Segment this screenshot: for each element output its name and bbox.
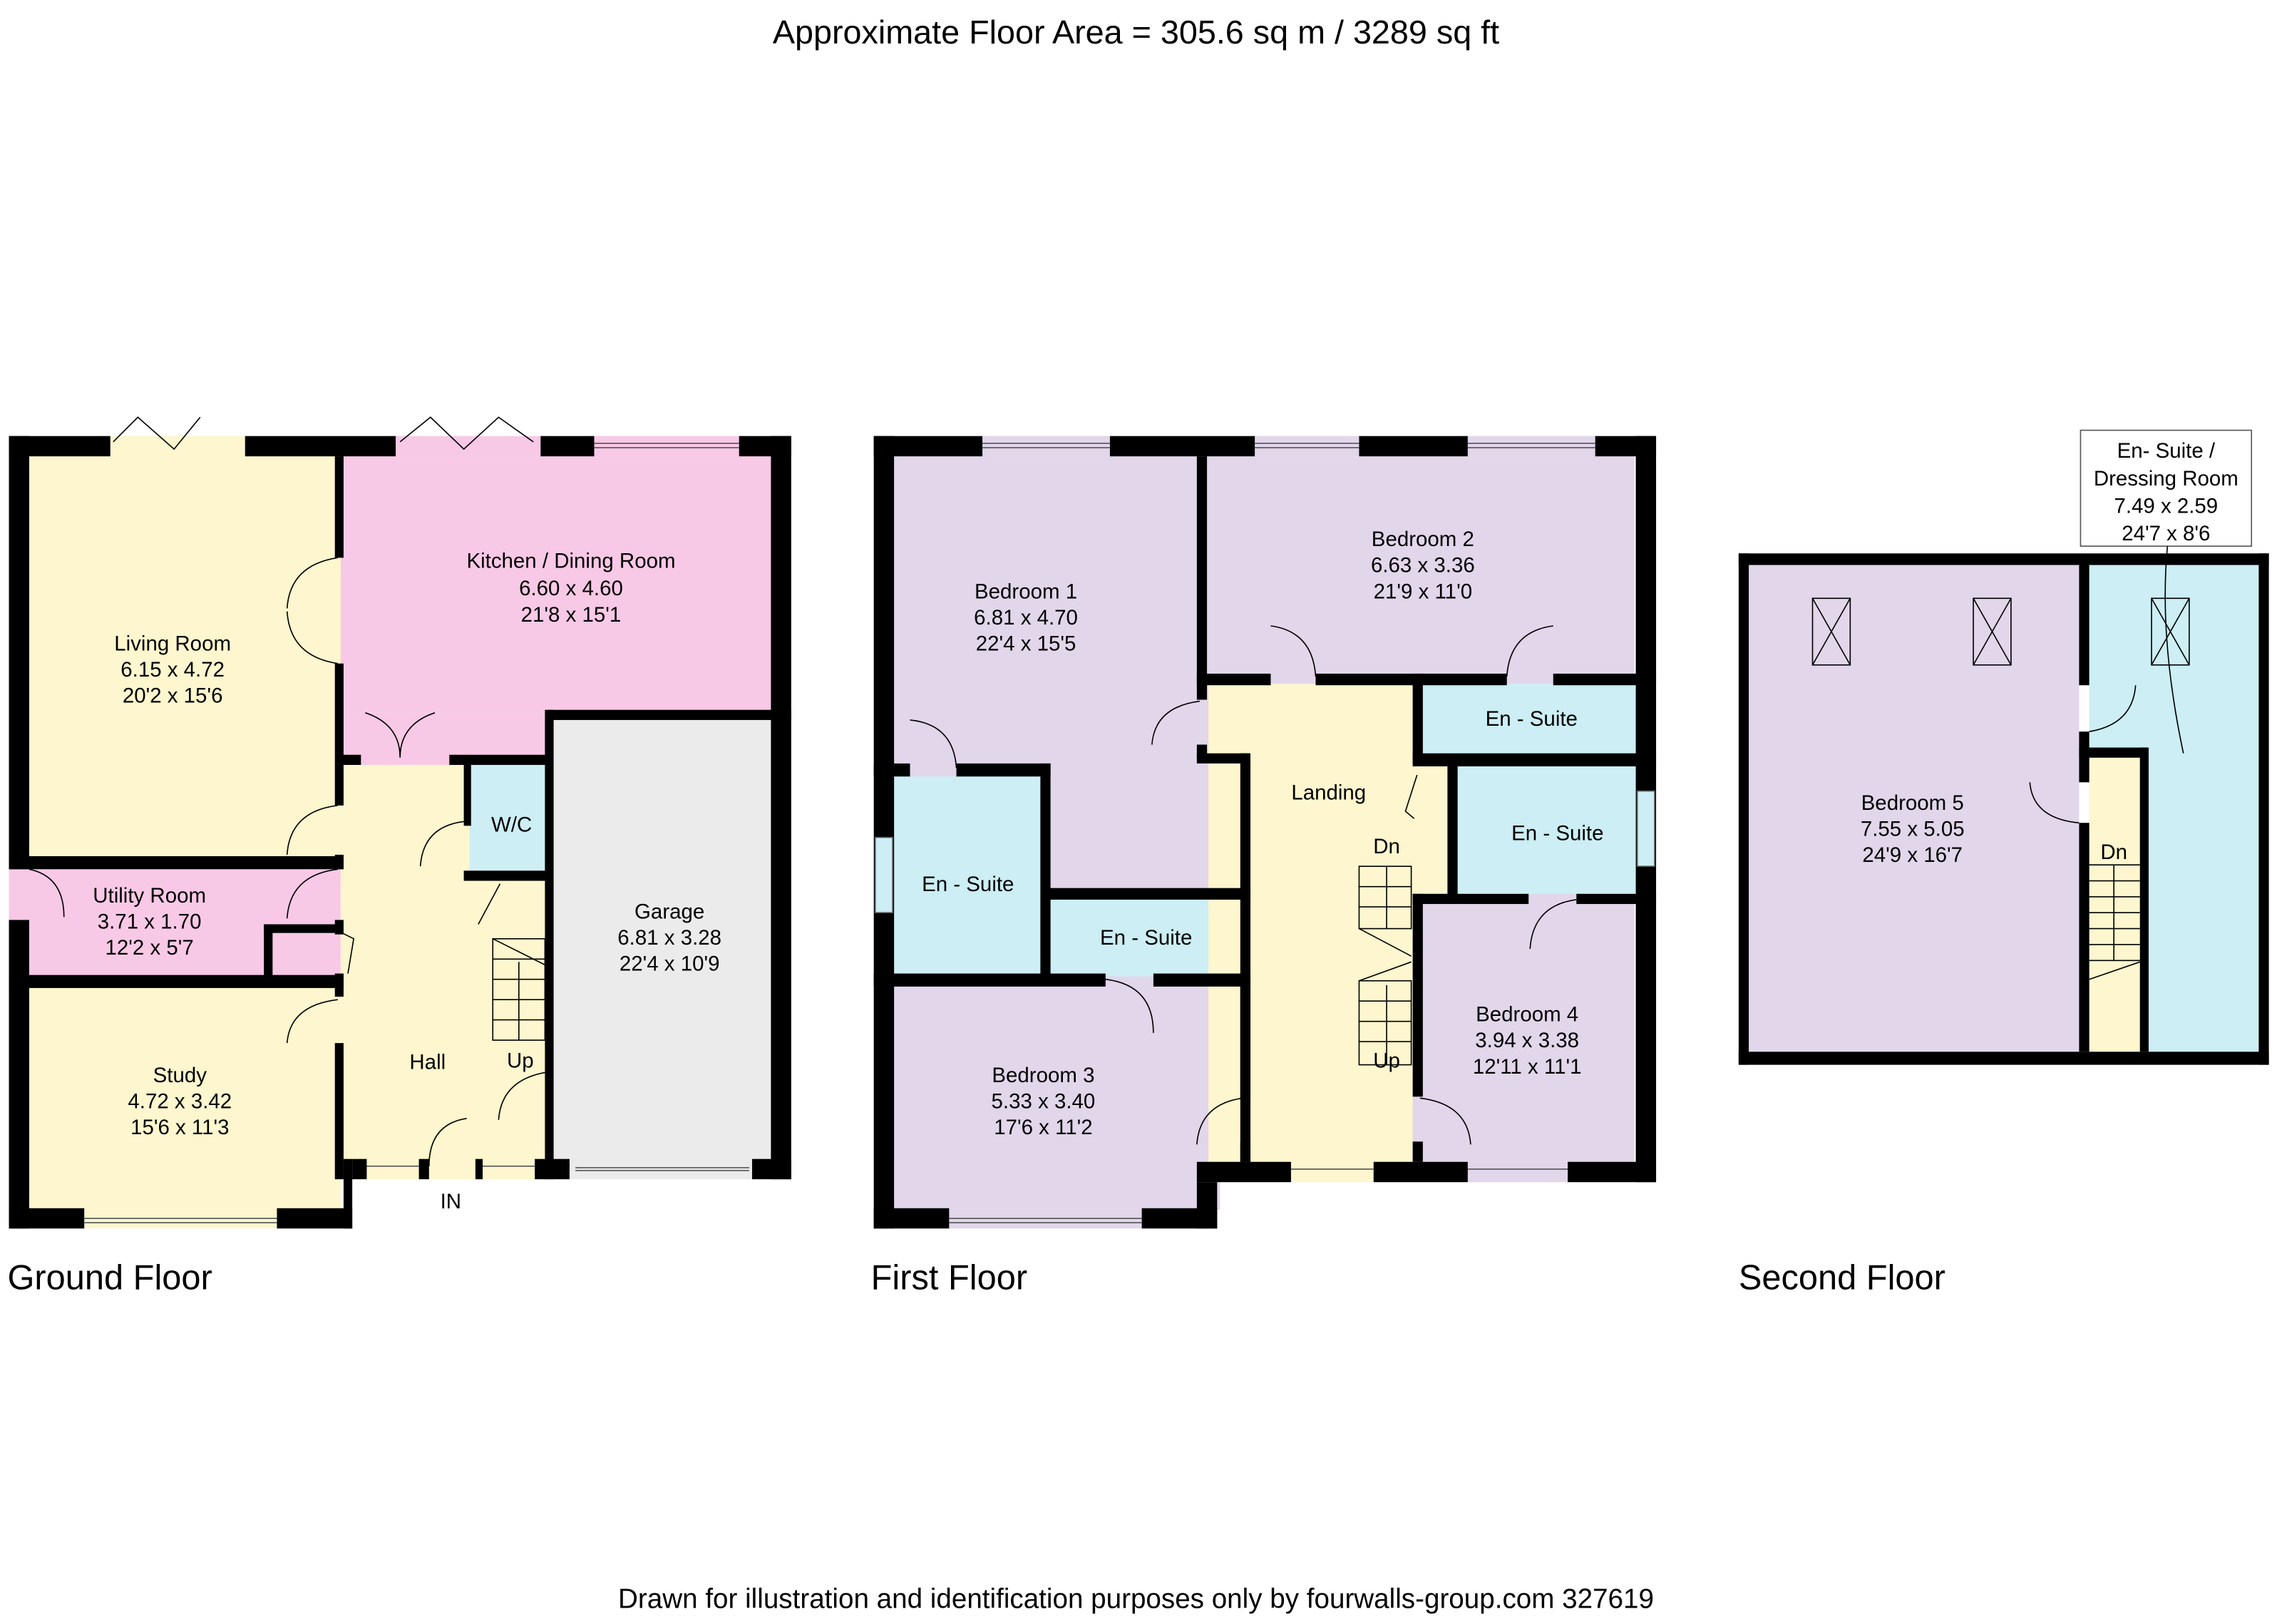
room-study (29, 987, 341, 1210)
room-label: En - Suite (922, 873, 1014, 896)
room-dimensions-metric: 7.49 x 2.59 (2114, 494, 2218, 518)
door-swing-icon (2029, 685, 2137, 824)
stairs-label: Up (1373, 1049, 1400, 1073)
ground-floor: Living Room 6.15 x 4.72 20'2 x 15'6 Kitc… (7, 416, 791, 1297)
room-dimensions-imperial: 12'2 x 5'7 (106, 936, 194, 960)
room-dimensions-metric: 6.81 x 4.70 (974, 606, 1078, 629)
door-swing-icon (910, 625, 1577, 1145)
room-dimensions-metric: 7.55 x 5.05 (1861, 818, 1965, 841)
room-label: Dressing Room (2094, 467, 2238, 490)
room-label: En - Suite (1511, 822, 1603, 846)
stairs-label: Up (507, 1049, 534, 1073)
room-dimensions-metric: 6.60 x 4.60 (519, 577, 623, 600)
window-icon (84, 443, 749, 1223)
room-label: En - Suite (1100, 926, 1192, 950)
room-dimensions-imperial: 20'2 x 15'6 (123, 684, 223, 708)
callout-leader-line (2164, 546, 2184, 754)
room-dimensions-imperial: 24'7 x 8'6 (2122, 522, 2210, 545)
room-dimensions-imperial: 22'4 x 15'5 (976, 632, 1076, 655)
floor-label: Ground Floor (7, 1259, 212, 1297)
room-bedroom-3 (894, 973, 1220, 1210)
room-dimensions-imperial: 22'4 x 10'9 (620, 952, 720, 976)
room-dimensions-imperial: 24'9 x 16'7 (1862, 843, 1963, 867)
room-label: Bedroom 5 (1861, 791, 1964, 815)
room-dimensions-imperial: 21'9 x 11'0 (1374, 580, 1472, 603)
room-utility (29, 869, 341, 975)
room-dimensions-metric: 3.94 x 3.38 (1475, 1029, 1579, 1052)
room-dimensions-imperial: 12'11 x 11'1 (1473, 1055, 1582, 1079)
room-dimensions-metric: 6.15 x 4.72 (120, 658, 225, 682)
room-label: Landing (1291, 781, 1366, 805)
skylight-icon (1811, 597, 2190, 666)
floor-label: First Floor (871, 1259, 1027, 1297)
room-wc (469, 764, 548, 871)
room-label: Hall (409, 1051, 446, 1074)
room-ensuite (894, 776, 1041, 974)
room-dimensions-metric: 6.63 x 3.36 (1371, 554, 1475, 577)
room-label: Bedroom 4 (1476, 1003, 1578, 1027)
room-label: Study (153, 1064, 207, 1087)
room-dimensions-imperial: 21'8 x 15'1 (521, 603, 622, 627)
room-bedroom-5 (1749, 563, 2080, 1052)
room-kitchen (340, 456, 771, 713)
stairs-label: Dn (2100, 841, 2127, 864)
room-label: Living Room (114, 632, 231, 655)
room-label: Utility Room (93, 884, 206, 908)
room-dimensions-metric: 4.72 x 3.42 (128, 1090, 232, 1114)
room-label: Kitchen / Dining Room (466, 550, 675, 573)
room-label: En - Suite (1486, 707, 1578, 731)
floor-label: Second Floor (1739, 1259, 1945, 1297)
stairwell (2089, 757, 2140, 1052)
room-label: En- Suite / (2117, 439, 2216, 463)
room-garage (552, 719, 773, 1178)
room-label: Bedroom 3 (992, 1064, 1094, 1087)
stairs-icon (2089, 864, 2141, 980)
first-floor: Bedroom 1 6.81 x 4.70 22'4 x 15'5 Bedroo… (871, 436, 1657, 1297)
callout-box (2080, 429, 2253, 547)
floor-area-title: Approximate Floor Area = 305.6 sq m / 32… (773, 14, 1499, 51)
bifold-door-icon (399, 416, 534, 451)
room-dimensions-metric: 6.81 x 3.28 (617, 926, 721, 950)
room-ensuite (1422, 684, 1636, 756)
footer-disclaimer: Drawn for illustration and identificatio… (618, 1584, 1654, 1615)
room-label: Bedroom 2 (1372, 528, 1474, 551)
room-dimensions-metric: 3.71 x 1.70 (98, 910, 202, 934)
stairs-label: Dn (1373, 835, 1400, 858)
room-label: Garage (634, 900, 704, 923)
room-dimensions-metric: 5.33 x 3.40 (992, 1090, 1096, 1114)
room-dimensions-imperial: 15'6 x 11'3 (130, 1116, 229, 1139)
stairs-icon (1358, 865, 1412, 1066)
entrance-label: IN (441, 1190, 461, 1213)
room-label: W/C (491, 813, 532, 836)
bifold-door-icon (113, 416, 201, 451)
door-swing-icon (29, 557, 548, 1166)
room-ensuite (1457, 766, 1636, 894)
room-dimensions-imperial: 17'6 x 11'2 (994, 1116, 1092, 1139)
room-label: Bedroom 1 (975, 580, 1077, 603)
second-floor: En- Suite / Dressing Room 7.49 x 2.59 24… (1738, 429, 2269, 1297)
room-living (29, 456, 341, 856)
stairs-icon (492, 937, 546, 1041)
window-icon (874, 443, 1655, 1223)
